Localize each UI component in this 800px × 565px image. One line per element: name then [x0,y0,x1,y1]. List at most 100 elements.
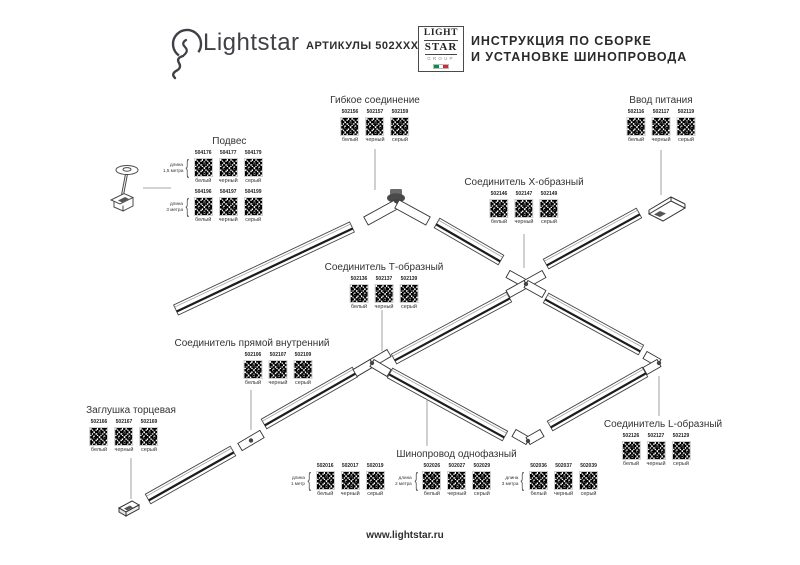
color-label: черный [114,447,134,453]
article-number: 502127 [647,433,665,439]
article-number: 502117 [652,109,670,115]
color-label: черный [340,491,360,497]
qr-code-icon [489,198,509,218]
article-item: 504176 белый [191,150,216,184]
qr-code-icon [89,426,109,446]
group-title: Подвес [212,136,247,147]
qr-code-icon [268,359,288,379]
color-label: белый [317,491,334,497]
track-rail [390,291,513,365]
color-label: белый [195,178,212,184]
color-label: черный [514,219,534,225]
qr-code-icon [676,116,696,136]
qr-code-icon [193,157,213,177]
group-title: Соединитель L-образный [603,419,723,430]
color-label: серый [401,304,417,310]
article-number: 502146 [490,191,508,197]
group-track: Шинопровод однофазный длина 1 метр { 502… [288,449,601,497]
article-number: 502149 [540,191,558,197]
group-title: Соединитель Х-образный [464,177,584,188]
logo-box-group: GROUP [427,56,455,62]
article-number: 502027 [448,463,466,469]
article-number: 502137 [375,276,393,282]
color-label: белый [195,217,212,224]
article-number: 504176 [194,150,212,156]
corner-connector-icon [511,428,545,446]
qr-code-icon [646,440,666,460]
qr-code-icon [193,196,213,216]
brace-glyph: { [185,195,190,218]
length-label: длина 2 метра [395,474,412,486]
color-label: черный [268,380,288,386]
track-rail [433,217,505,266]
group-title: Соединитель Т-образный [324,262,444,273]
article-number: 502129 [672,433,690,439]
brace-glyph: { [414,469,418,492]
logo-box-star: STAR [424,41,458,56]
track-rail [386,367,509,442]
color-label: серый [541,219,557,225]
brace-glyph: { [521,469,525,492]
article-number: 502016 [316,463,334,469]
flexible-connector-icon [363,198,431,226]
length-label: длина 1,5 метра [163,161,184,173]
color-label: серый [473,491,490,497]
color-label: серый [678,137,694,143]
qr-code-icon [218,157,238,177]
qr-code-icon [365,116,385,136]
logo-box-light: LIGHT [423,29,459,41]
qr-code-icon [218,196,238,216]
article-number: 504179 [244,150,262,156]
color-label: серый [392,137,408,143]
qr-code-icon [529,470,549,490]
article-number: 502026 [423,463,441,469]
qr-code-icon [243,359,263,379]
t-connector-icon [352,348,392,378]
qr-code-icon [114,426,134,446]
page-title-line2: И УСТАНОВКЕ ШИНОПРОВОДА [471,50,688,65]
color-label: белый [622,461,640,467]
qr-code-icon [626,116,646,136]
qr-code-icon [651,116,671,136]
color-label: черный [374,304,394,310]
articles-label: АРТИКУЛЫ 502XXX [306,40,419,52]
article-number: 502039 [580,463,597,469]
color-label: черный [554,491,574,497]
italy-flag-icon [433,63,449,69]
brace-glyph: { [185,156,190,179]
article-number: 502169 [140,419,158,425]
color-label: черный [218,217,238,224]
group-title: Гибкое соединение [330,95,420,106]
article-number: 504199 [244,189,262,196]
article-number: 502157 [366,109,384,115]
group-title: Шинопровод однофазный [396,449,517,460]
length-label: длина 3 метра [501,474,519,486]
group-title: Заглушка торцевая [86,405,176,416]
